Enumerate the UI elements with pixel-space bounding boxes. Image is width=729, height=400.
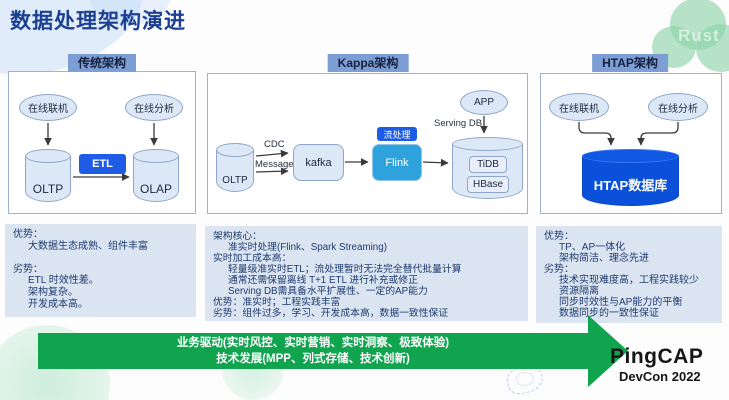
panel-traditional: 在线联机 在线分析 OLTP OLAP ETL [8, 71, 196, 214]
section-label-traditional: 传统架构 [67, 54, 137, 72]
note-line: 通常还需保留离线 T+1 ETL 进行补充或修正 [228, 275, 418, 286]
cylinder-serving-db: TiDB HBase [452, 137, 523, 199]
note-line: 技术实现难度高，工程实践较少 [559, 275, 699, 286]
decor-sketch-2 [516, 372, 534, 386]
cylinder-cap [582, 149, 679, 163]
note-line: 开发成本高。 [28, 298, 88, 310]
message-label: Message [255, 159, 294, 170]
note-line: 架构核心： [213, 231, 262, 242]
node-app: APP [460, 90, 508, 115]
notes-htap: 优势： TP、AP一体化 架构简洁、理念先进 劣势： 技术实现难度高，工程实践较… [536, 226, 722, 323]
cylinder-body [582, 156, 679, 206]
cylinder-label: HTAP数据库 [593, 178, 668, 193]
stream-processing-badge: 流处理 [377, 127, 417, 141]
cylinder-body [133, 156, 179, 202]
cylinder-cap [133, 149, 179, 163]
evolution-arrow-head [588, 315, 628, 387]
note-line: 优势： [13, 229, 43, 240]
decor-circle [670, 0, 726, 50]
note-line: 架构简洁、理念先进 [559, 253, 649, 264]
tidb-box: TiDB [469, 156, 507, 173]
cylinder-olap: OLAP [133, 149, 179, 202]
decor-circle [696, 24, 729, 72]
note-line: 大数据生态成熟、组件丰富 [28, 240, 148, 252]
section-label-kappa: Kappa架构 [327, 54, 409, 72]
note-line: 劣势：组件过多，学习、开发成本高，数据一致性保证 [213, 308, 449, 319]
panel-htap: 在线联机 在线分析 HTAP数据库 [540, 73, 722, 214]
note-line: ETL 时效性差。 [28, 275, 99, 287]
panel-kappa: OLTP CDC Message kafka 流处理 Flink APP Ser… [207, 73, 528, 214]
note-line: 轻量级准实时ETL；流处理暂时无法完全替代批量计算 [228, 264, 462, 275]
banner-line-2: 技术发展(MPP、列式存储、技术创新) [216, 353, 410, 365]
notes-kappa: 架构核心： 准实时处理(Flink、Spark Streaming) 实时加工成… [205, 226, 528, 321]
serving-db-label: Serving DB [434, 118, 483, 129]
cylinder-body [216, 150, 254, 192]
note-line: TP、AP一体化 [559, 242, 626, 253]
rust-watermark: Rust [678, 26, 720, 45]
cylinder-label: OLTP [222, 175, 248, 186]
note-line: 优势：准实时；工程实践丰富 [213, 297, 341, 308]
hbase-box: HBase [467, 176, 509, 193]
cylinder-cap [452, 137, 523, 151]
cdc-label: CDC [264, 139, 285, 150]
section-label-htap: HTAP架构 [592, 54, 668, 72]
cylinder-body [25, 156, 71, 202]
node-online-analysis-htap: 在线分析 [648, 93, 708, 121]
note-line: 数据同步的一致性保证 [559, 308, 659, 319]
kafka-box: kafka [293, 144, 344, 181]
cylinder-cap [25, 149, 71, 163]
note-line: 架构复杂。 [28, 287, 78, 299]
cylinder-label: OLTP [32, 182, 64, 196]
flink-box: Flink [372, 144, 422, 181]
note-line: 实时加工成本高： [213, 253, 292, 264]
note-line: 同步时效性与AP能力的平衡 [559, 297, 683, 308]
devcon-label: DevCon 2022 [619, 369, 701, 384]
note-line [13, 253, 188, 264]
etl-box: ETL [79, 154, 126, 174]
note-line: 劣势： [13, 263, 43, 275]
page-title: 数据处理架构演进 [10, 10, 186, 33]
cylinder-htap-db: HTAP数据库 [582, 149, 679, 206]
evolution-arrow-banner: 业务驱动(实时风控、实时营销、实时洞察、极致体验) 技术发展(MPP、列式存储、… [38, 333, 588, 369]
cylinder-label: OLAP [139, 182, 172, 196]
note-line: 优势： [544, 231, 574, 242]
pingcap-logo: PingCAP [610, 345, 704, 368]
node-online-transaction-htap: 在线联机 [549, 93, 609, 121]
note-line: 劣势： [544, 264, 574, 275]
note-line: Serving DB需具备水平扩展性、一定的AP能力 [228, 286, 428, 297]
node-online-analysis: 在线分析 [125, 94, 183, 121]
cylinder-oltp: OLTP [25, 149, 71, 202]
notes-traditional: 优势： 大数据生态成熟、组件丰富 劣势： ETL 时效性差。 架构复杂。 开发成… [5, 224, 196, 317]
banner-line-1: 业务驱动(实时风控、实时营销、实时洞察、极致体验) [176, 337, 450, 349]
note-line: 准实时处理(Flink、Spark Streaming) [228, 242, 387, 253]
cylinder-oltp-kappa: OLTP [216, 143, 254, 192]
node-online-transaction: 在线联机 [19, 94, 77, 121]
note-line: 资源隔离 [559, 286, 599, 297]
cylinder-cap [216, 143, 254, 157]
